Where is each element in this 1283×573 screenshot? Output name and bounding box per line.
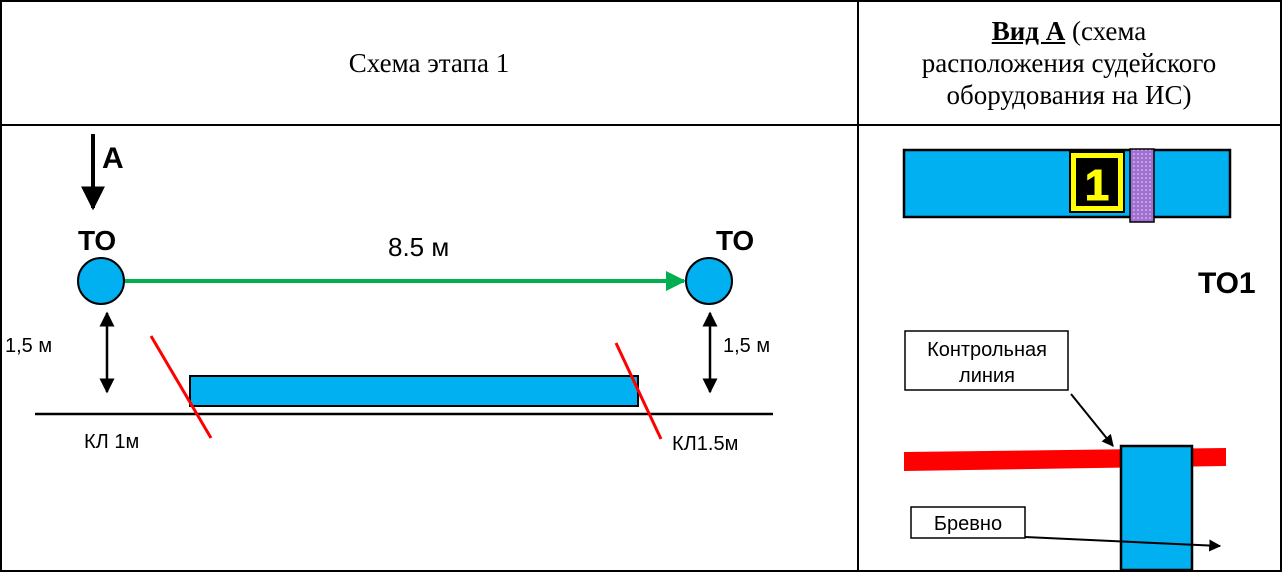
log-pointer (1024, 536, 1222, 552)
to-left-label: ТО (78, 225, 116, 256)
control-line-callout-line2: линия (959, 365, 1015, 387)
log-callout (910, 506, 1026, 539)
view-a-title-line1: Вид А (схема (992, 15, 1147, 47)
control-line-right (614, 342, 663, 440)
stage-scheme-title: Схема этапа 1 (4, 4, 854, 122)
log-callout-label: Бревно (934, 513, 1002, 535)
control-line-callout (904, 330, 1069, 391)
to-right-label: ТО (716, 225, 754, 256)
view-a-title-bold: Вид А (991, 16, 1066, 46)
to1-label: ТО1 (1198, 267, 1256, 300)
to-right-circle (685, 257, 733, 305)
control-stripe (1129, 148, 1155, 223)
height-right-label: 1,5 м (723, 335, 770, 357)
view-a-title-line2: расположения судейского (921, 48, 1217, 78)
stage-number: 1 (1085, 161, 1109, 210)
view-a-title-line3: оборудования на ИС) (946, 80, 1192, 110)
stage-scheme-title-text: Схема этапа 1 (348, 47, 510, 78)
control-line-callout-line1: Контрольная (927, 339, 1047, 361)
height-left-label: 1,5 м (5, 335, 52, 357)
control-line-pointer (1070, 393, 1114, 447)
kl-left-label: КЛ 1м (84, 431, 139, 453)
to-left-circle (77, 257, 125, 305)
control-line-left (149, 335, 213, 439)
distance-label: 8.5 м (388, 232, 449, 262)
side-view-beam (1119, 444, 1194, 572)
top-view-beam (902, 148, 1232, 219)
view-a-title: Вид А (схема расположения судейского обо… (862, 4, 1276, 122)
view-a-title-line1-rest: (схема (1065, 16, 1147, 46)
view-a-direction-label: А (102, 142, 124, 175)
kl-right-label: КЛ1.5м (672, 433, 738, 455)
stage-number-plate-inner (1076, 158, 1118, 206)
